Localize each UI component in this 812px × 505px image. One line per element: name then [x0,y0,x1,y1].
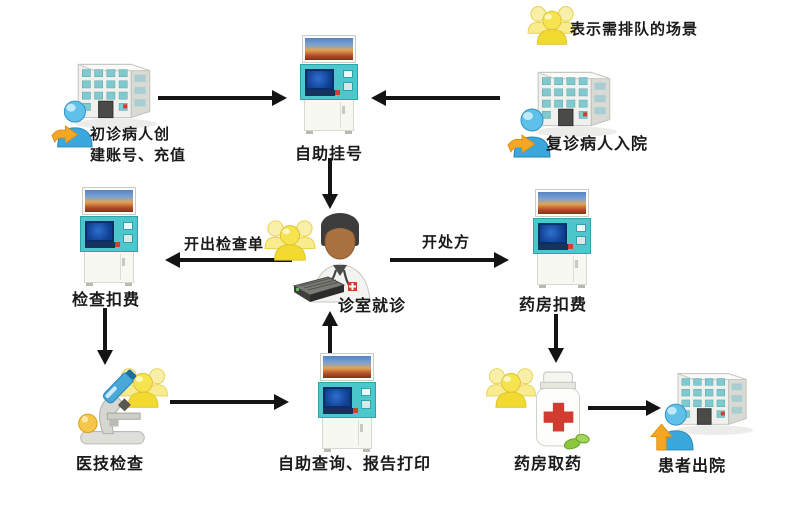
kiosk-feet [318,449,376,452]
arrow-medexam-to-selfquery [170,394,289,410]
kiosk-button [361,388,371,396]
kiosk-cabinet [322,418,372,449]
kiosk-card-reader [343,82,353,91]
kiosk-indicator [353,408,358,413]
kiosk-ad-display [321,354,373,380]
first-visit-line2: 建账号、充值 [90,146,187,164]
kiosk-button [123,222,133,230]
arrow-pickup-to-discharge [588,400,661,416]
node-self-query-label: 自助查询、报告打印 [278,454,432,473]
node-first-visit-label: 初诊病人创 建账号、充值 [90,124,186,166]
doctor-icon [292,213,371,303]
arrow-clinic-to-pharmacyfee [390,252,509,268]
node-pharmacy-pickup-label: 药房取药 [514,454,583,473]
legend-label: 表示需排队的场景 [570,20,699,38]
hospital-building-icon [675,372,753,436]
kiosk-feet [300,131,358,134]
node-pharmacy-fee-label: 药房扣费 [519,295,588,314]
kiosk-button [576,224,586,232]
hospital-building-icon [75,63,157,129]
kiosk-panel [80,216,138,252]
arrow-registration-to-clinic [322,158,338,209]
node-clinic-visit-label: 诊室就诊 [338,296,407,315]
arrow-examfee-to-medexam [97,308,113,365]
patient-admission-icon [507,108,551,158]
node-medical-exam-label: 医技检查 [76,454,145,473]
kiosk-panel [300,64,358,100]
kiosk-cabinet [537,254,587,285]
kiosk-screen [538,223,567,244]
patient-create-account-icon [51,100,93,148]
kiosk-cabinet [84,252,134,283]
kiosk-indicator [568,244,573,249]
arrow-pharmacyfee-to-pickup [548,314,564,363]
kiosk-card-reader [361,400,371,409]
kiosk-icon-pharmacy-fee [533,190,591,288]
kiosk-ad-display [536,190,588,216]
node-exam-fee-label: 检查扣费 [72,290,141,309]
queue-people-icon [527,6,577,45]
kiosk-icon-exam-fee [80,188,138,286]
hospital-building-icon [535,71,617,137]
first-visit-line1: 初诊病人创 [90,125,171,143]
kiosk-indicator [115,242,120,247]
kiosk-printer-slot [85,242,115,248]
kiosk-icon-self-registration [300,36,358,134]
kiosk-printer-slot [538,244,568,250]
kiosk-feet [80,283,138,286]
microscope-icon [78,369,145,445]
kiosk-feet [533,285,591,288]
kiosk-screen [305,69,334,90]
kiosk-printer-slot [323,408,353,414]
medicine-bottle-icon [535,371,590,450]
kiosk-panel [533,218,591,254]
kiosk-cabinet [304,100,354,131]
kiosk-panel [318,382,376,418]
kiosk-button [343,70,353,78]
arrow-clinic-to-examfee [165,252,292,268]
queue-people-icon [118,368,168,408]
kiosk-icon-self-query [318,354,376,452]
kiosk-ad-display [83,188,135,214]
queue-people-icon [264,220,316,261]
queue-people-icon [486,368,536,408]
edge-issue-prescription-label: 开处方 [422,233,471,251]
kiosk-card-reader [576,236,586,245]
arrow-selfquery-to-clinic [322,311,338,356]
kiosk-indicator [335,90,340,95]
kiosk-ad-display [303,36,355,62]
node-self-registration-label: 自助挂号 [295,144,364,163]
kiosk-card-reader [123,234,133,243]
kiosk-printer-slot [305,90,335,96]
node-patient-discharge-label: 患者出院 [658,456,727,475]
edge-issue-exam-order-label: 开出检查单 [184,235,265,253]
arrow-firstvisit-to-registration [158,90,287,106]
patient-discharge-icon [650,403,694,451]
kiosk-screen [85,221,114,242]
arrow-returnvisit-to-registration [371,90,500,106]
node-return-visit-label: 复诊病人入院 [546,134,649,153]
kiosk-screen [323,387,352,408]
